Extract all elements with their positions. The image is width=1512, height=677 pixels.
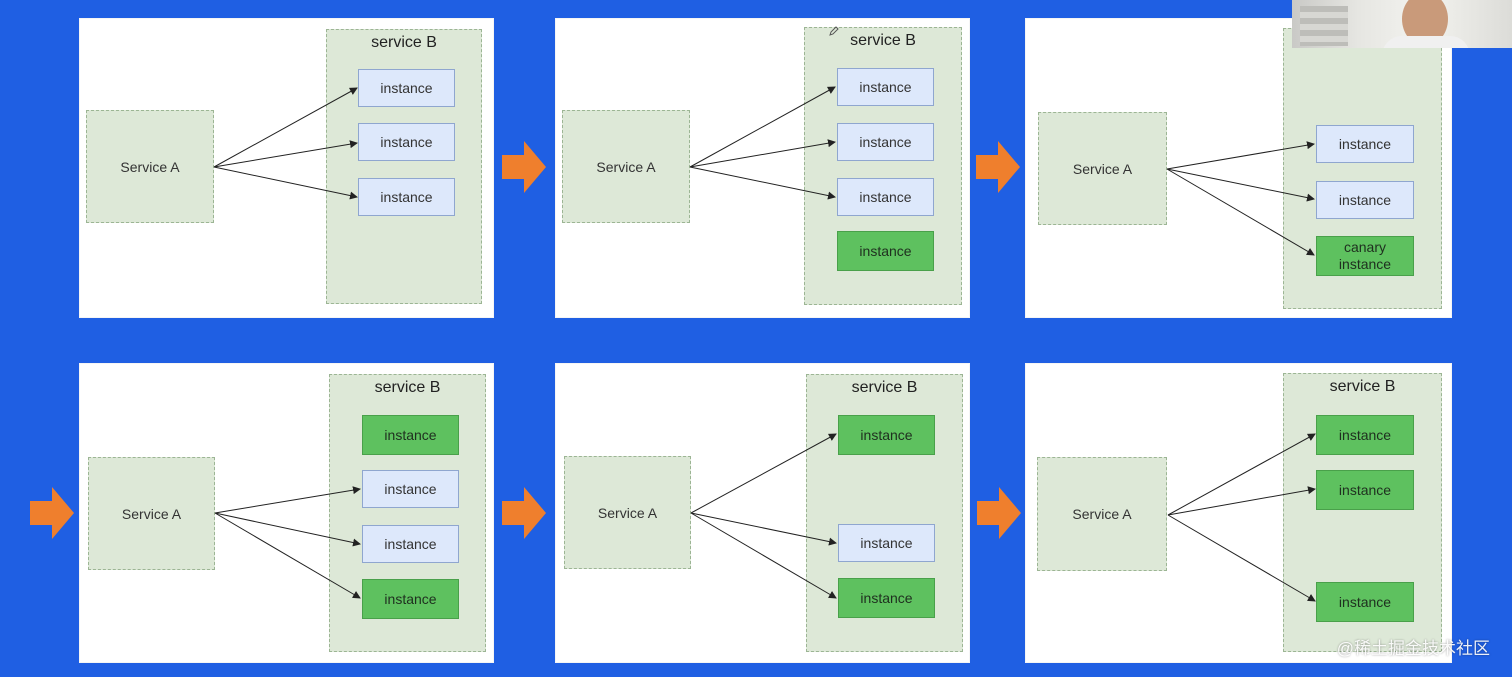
service-b-box: service B instance instance canary insta…	[1283, 28, 1442, 309]
instance-box: instance	[837, 178, 934, 216]
service-b-title: service B	[371, 34, 437, 51]
diagram-panel-2: Service A service B instance instance in…	[555, 18, 970, 318]
diagram-panel-4: Service A service B instance instance in…	[79, 363, 494, 663]
instance-box-new: instance	[1316, 470, 1414, 510]
service-b-title: service B	[851, 379, 918, 396]
service-a-box: Service A	[562, 110, 690, 223]
instance-box: instance	[1316, 181, 1414, 219]
service-b-title: service B	[850, 32, 916, 49]
canary-instance-box: canary instance	[1316, 236, 1414, 276]
instance-box-new: instance	[838, 578, 935, 618]
service-a-label: Service A	[120, 158, 180, 175]
instance-box: instance	[358, 123, 455, 161]
service-a-label: Service A	[596, 158, 656, 175]
pencil-icon	[829, 26, 839, 36]
service-b-title: service B	[374, 379, 441, 396]
service-a-box: Service A	[86, 110, 214, 223]
instance-box: instance	[358, 178, 455, 216]
service-b-title: service B	[1329, 378, 1396, 395]
service-a-label: Service A	[1072, 160, 1133, 177]
webcam-person-shirt	[1382, 36, 1470, 48]
service-b-box: service B instance instance instance	[806, 374, 963, 652]
instance-box-new: instance	[362, 415, 459, 455]
service-b-box: service B instance instance instance ins…	[804, 27, 962, 305]
instance-box: instance	[362, 525, 459, 563]
service-a-box: Service A	[1037, 457, 1167, 571]
instance-box: instance	[837, 68, 934, 106]
instance-box: instance	[362, 470, 459, 508]
instance-box-new: instance	[838, 415, 935, 455]
service-a-label: Service A	[597, 504, 658, 521]
orange-right-arrow-icon	[502, 487, 546, 539]
service-b-box: service B instance instance instance ins…	[329, 374, 486, 652]
webcam-overlay	[1292, 0, 1512, 48]
instance-box-new: instance	[1316, 415, 1414, 455]
diagram-panel-3: Service A service B instance instance ca…	[1025, 18, 1452, 318]
service-a-label: Service A	[121, 505, 182, 522]
diagram-panel-1: Service A service B instance instance in…	[79, 18, 494, 318]
orange-right-arrow-icon	[502, 141, 546, 193]
service-a-box: Service A	[1038, 112, 1167, 225]
service-a-box: Service A	[564, 456, 691, 569]
instance-box: instance	[358, 69, 455, 107]
service-b-box: service B instance instance instance	[326, 29, 482, 304]
instance-box-new: instance	[362, 579, 459, 619]
orange-right-arrow-icon	[977, 487, 1021, 539]
instance-box: instance	[838, 524, 935, 562]
orange-right-arrow-icon	[976, 141, 1020, 193]
instance-box: instance	[1316, 125, 1414, 163]
orange-right-arrow-icon	[30, 487, 74, 539]
instance-box-new: instance	[1316, 582, 1414, 622]
diagram-panel-5: Service A service B instance instance in…	[555, 363, 970, 663]
service-a-label: Service A	[1072, 506, 1132, 522]
webcam-background-shelf	[1300, 6, 1348, 46]
instance-box: instance	[837, 123, 934, 161]
instance-box-new: instance	[837, 231, 934, 271]
service-b-box: service B instance instance instance	[1283, 373, 1442, 652]
diagram-panel-6: Service A service B instance instance in…	[1025, 363, 1452, 663]
service-a-box: Service A	[88, 457, 215, 570]
watermark: @稀土掘金技术社区	[1336, 639, 1490, 658]
